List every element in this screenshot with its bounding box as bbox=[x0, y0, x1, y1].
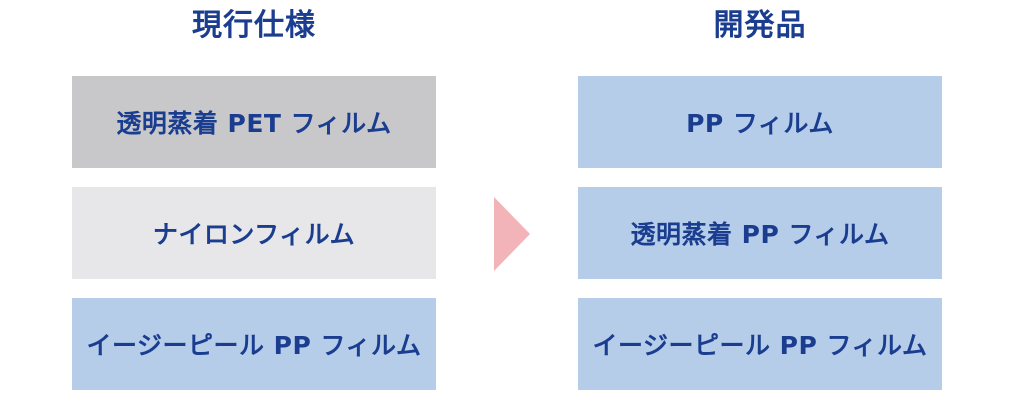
current-layer-2-box: ナイロンフィルム bbox=[72, 187, 436, 279]
developed-layer-2-box: 透明蒸着 PP フィルム bbox=[578, 187, 942, 279]
right-triangle-arrow-icon bbox=[494, 197, 530, 271]
developed-layer-1-box: PP フィルム bbox=[578, 76, 942, 168]
developed-layer-3-box: イージーピール PP フィルム bbox=[578, 298, 942, 390]
developed-product-title: 開発品 bbox=[713, 8, 807, 43]
current-spec-title: 現行仕様 bbox=[192, 8, 316, 43]
current-layer-1-label: 透明蒸着 PET フィルム bbox=[116, 109, 392, 138]
developed-layer-3-label: イージーピール PP フィルム bbox=[592, 331, 928, 360]
current-layer-1-box: 透明蒸着 PET フィルム bbox=[72, 76, 436, 168]
developed-layer-1-label: PP フィルム bbox=[686, 109, 834, 138]
current-layer-3-box: イージーピール PP フィルム bbox=[72, 298, 436, 390]
current-layer-2-label: ナイロンフィルム bbox=[152, 220, 356, 249]
current-layer-3-label: イージーピール PP フィルム bbox=[86, 331, 422, 360]
developed-layer-2-label: 透明蒸着 PP フィルム bbox=[630, 220, 890, 249]
